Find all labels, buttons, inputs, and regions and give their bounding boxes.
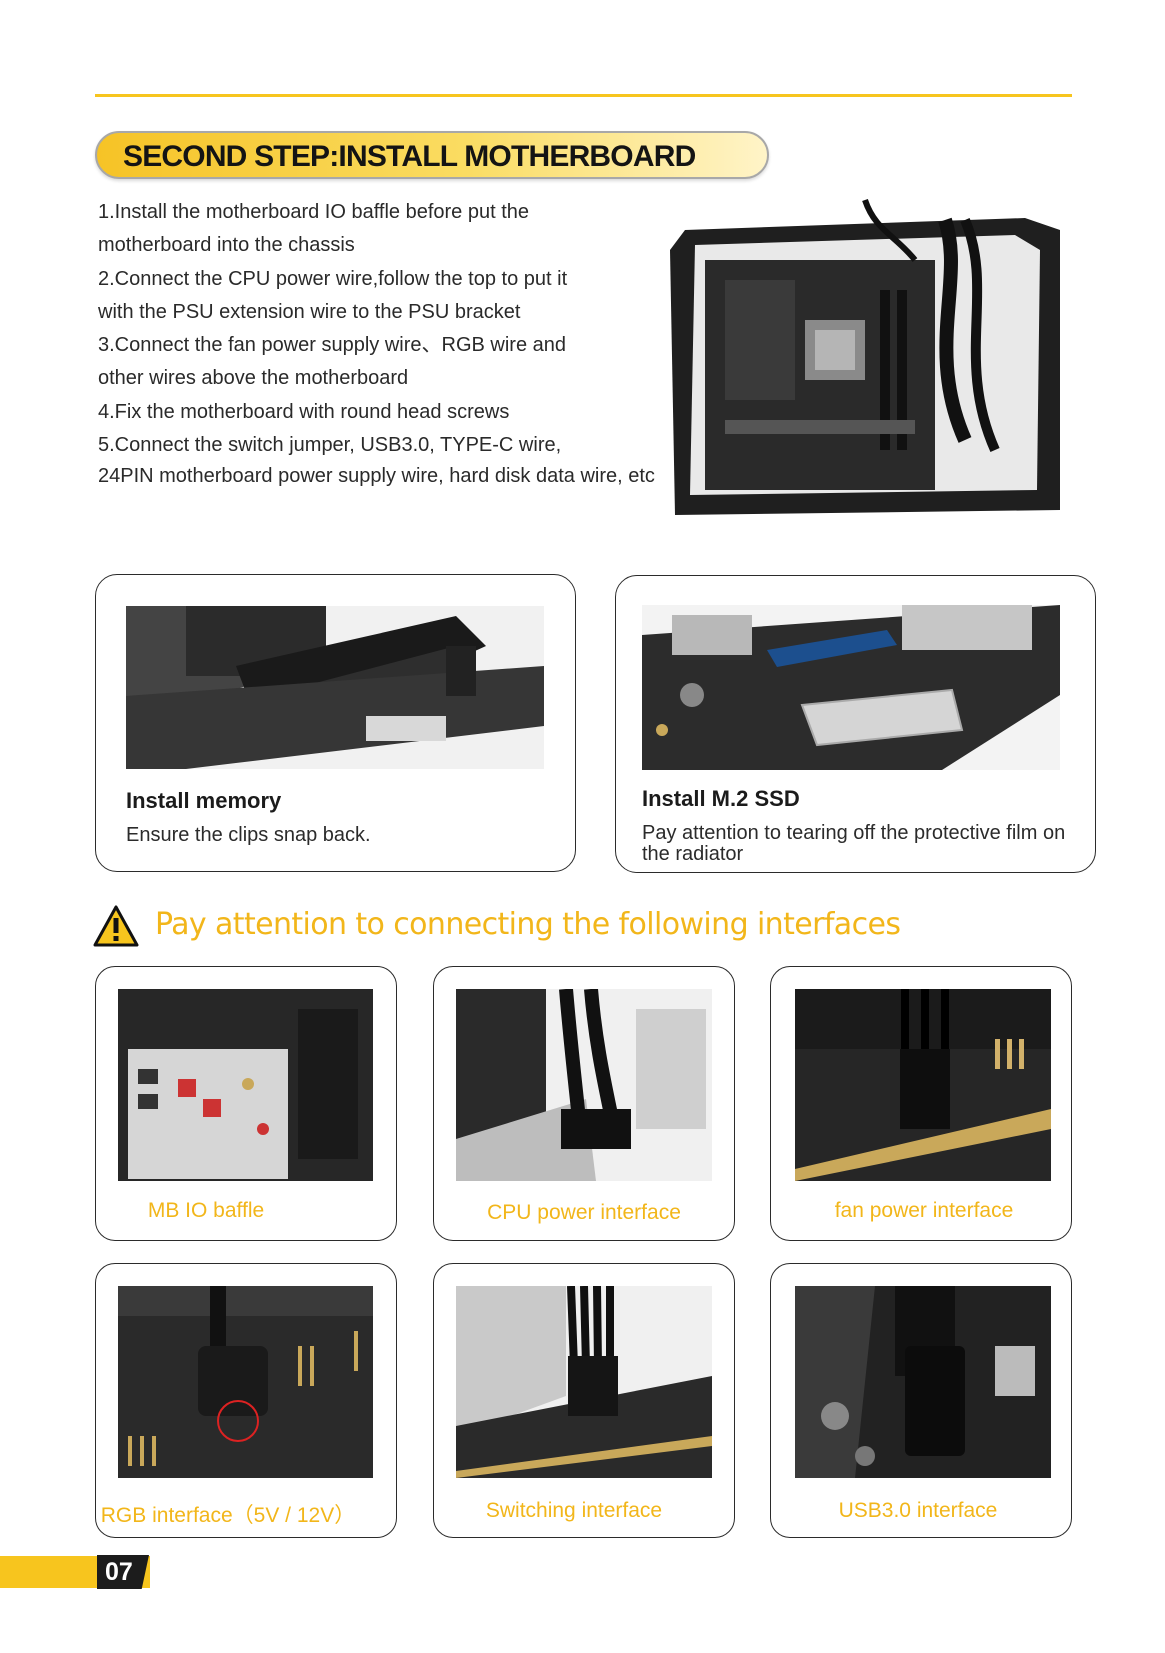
- cpu-power-photo: [456, 989, 712, 1181]
- page-number-badge: 07: [97, 1555, 149, 1589]
- instruction-line: 3.Connect the fan power supply wire、RGB …: [98, 334, 567, 357]
- warning-icon: [93, 905, 139, 947]
- interface-label: MB IO baffle: [147, 1199, 265, 1222]
- interface-card-io-baffle: MB IO baffle: [95, 966, 397, 1241]
- install-m2-ssd-card: Install M.2 SSD Pay attention to tearing…: [615, 575, 1096, 873]
- instruction-line: 24PIN motherboard power supply wire, har…: [98, 465, 655, 488]
- io-baffle-photo: [118, 989, 373, 1181]
- instruction-list: 1.Install the motherboard IO baffle befo…: [98, 196, 658, 490]
- memory-photo: [126, 606, 544, 769]
- fan-power-photo: [795, 989, 1051, 1181]
- page-number: 07: [105, 1558, 133, 1586]
- m2-ssd-photo: [642, 605, 1060, 770]
- step-title-banner: SECOND STEP:INSTALL MOTHERBOARD: [95, 131, 769, 179]
- warning-text: Pay attention to connecting the followin…: [155, 907, 901, 942]
- card-title: Install M.2 SSD: [642, 786, 800, 811]
- instruction-line: with the PSU extension wire to the PSU b…: [98, 300, 521, 323]
- interface-label: USB3.0 interface: [838, 1499, 998, 1522]
- instruction-line: 5.Connect the switch jumper, USB3.0, TYP…: [98, 434, 562, 457]
- interface-label: fan power interface: [834, 1199, 1014, 1222]
- instruction-line: 1.Install the motherboard IO baffle befo…: [98, 201, 530, 223]
- interface-card-cpu-power: CPU power interface: [433, 966, 735, 1241]
- interface-card-usb3: USB3.0 interface: [770, 1263, 1072, 1538]
- instruction-line: 4.Fix the motherboard with round head sc…: [98, 400, 510, 423]
- instruction-line: other wires above the motherboard: [98, 367, 409, 390]
- interface-label: RGB interface（5V / 12V）: [100, 1504, 356, 1527]
- card-title: Install memory: [126, 788, 282, 813]
- switching-photo: [456, 1286, 712, 1478]
- interface-label: Switching interface: [485, 1499, 663, 1522]
- interface-card-switching: Switching interface: [433, 1263, 735, 1538]
- instruction-line: 2.Connect the CPU power wire,follow the …: [98, 267, 568, 290]
- interface-card-rgb: RGB interface（5V / 12V）: [95, 1263, 397, 1538]
- card-description: Pay attention to tearing off the protect…: [642, 822, 1066, 865]
- step-title: SECOND STEP:INSTALL MOTHERBOARD: [123, 140, 696, 173]
- instruction-line: motherboard into the chassis: [98, 234, 355, 257]
- card-description: Ensure the clips snap back.: [126, 824, 371, 846]
- top-divider: [95, 94, 1072, 97]
- rgb-photo: [118, 1286, 373, 1478]
- install-memory-card: Install memory Ensure the clips snap bac…: [95, 574, 576, 872]
- chassis-photo: [665, 190, 1075, 525]
- interface-label: CPU power interface: [487, 1201, 681, 1224]
- interface-card-fan-power: fan power interface: [770, 966, 1072, 1241]
- usb3-photo: [795, 1286, 1051, 1478]
